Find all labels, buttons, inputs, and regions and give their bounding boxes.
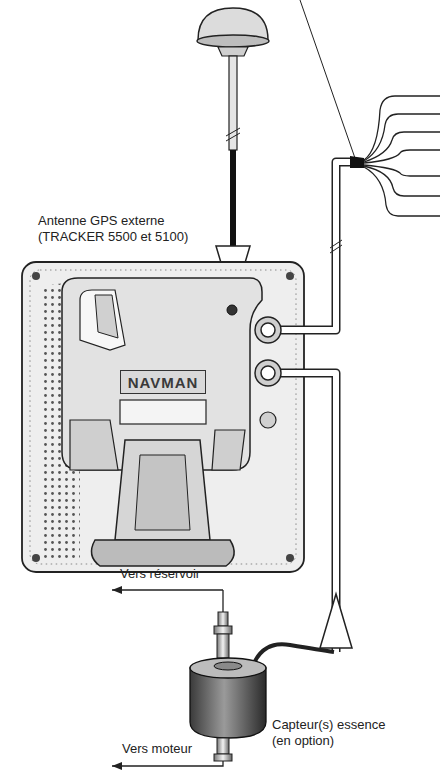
display-unit-back-part <box>227 305 237 315</box>
fuel-flow-sensor-part <box>112 762 122 770</box>
gps-antenna-part <box>226 133 240 141</box>
display-unit-back-part <box>32 272 40 280</box>
direction-label: Vers réservoir <box>120 566 260 582</box>
fuel-sensor-cable-part <box>320 594 352 648</box>
fuel-flow-sensor-part <box>112 589 223 590</box>
display-unit-back-part <box>70 420 118 470</box>
display-unit-back-part <box>95 295 118 338</box>
fuel-flow-sensor-part <box>217 634 229 658</box>
power-data-cable-part <box>364 165 440 176</box>
leader-line <box>300 0 356 161</box>
fuel-flow-sensor-part <box>214 626 232 634</box>
fuel-flow-sensor-part <box>112 586 122 594</box>
fuel-flow-sensor-part <box>214 662 242 670</box>
gps-antenna-part <box>226 128 240 136</box>
gps-antenna-part <box>218 47 248 56</box>
display-unit-back-part <box>115 440 210 540</box>
fuel-flow-sensor-part <box>214 754 232 761</box>
fuel-flow-sensor <box>112 586 266 770</box>
fuel-sensor-cable-part <box>272 373 336 652</box>
power-data-cable-part <box>364 114 440 161</box>
power-data-cable <box>272 96 440 330</box>
display-unit-back-part <box>22 262 304 572</box>
display-unit-back-part <box>212 430 245 470</box>
display-unit-back-part <box>286 272 294 280</box>
cable-gland-part <box>255 360 281 386</box>
power-data-cable-part <box>350 156 364 168</box>
power-data-cable-part <box>364 166 440 196</box>
gps-antenna-part <box>197 35 269 47</box>
power-data-cable-part <box>272 162 352 330</box>
power-data-cable-part <box>272 162 352 330</box>
fuel-flow-sensor-part <box>217 738 229 754</box>
sensor-label: Capteur(s) essence (en option) <box>272 717 396 749</box>
cable-gland-part <box>261 323 275 337</box>
power-data-cable-part <box>364 132 440 162</box>
display-unit-back-part <box>80 290 125 350</box>
cable-gland-part <box>261 366 275 380</box>
cable-gland <box>255 317 281 386</box>
display-unit-back-part <box>120 400 206 424</box>
fuel-flow-sensor-part <box>222 590 223 612</box>
display-unit-back-part <box>32 554 40 562</box>
gps-antenna <box>197 8 269 303</box>
display-unit-back <box>22 262 304 572</box>
fuel-sensor-cable <box>252 373 352 668</box>
fuel-flow-sensor-part <box>112 761 223 766</box>
display-unit-back-part <box>260 412 276 428</box>
display-unit-back-part <box>30 270 296 564</box>
power-data-cable-part <box>364 150 440 163</box>
leader-line-part <box>300 0 356 161</box>
display-unit-back-part <box>91 540 234 566</box>
fuel-sensor-cable-part <box>272 373 336 652</box>
power-data-cable-part <box>364 167 440 216</box>
cable-gland-part <box>255 317 281 343</box>
brand-text: NAVMAN <box>128 374 199 391</box>
display-unit-back-part <box>135 455 190 530</box>
power-data-cable-part <box>330 245 342 253</box>
fuel-flow-sensor-part <box>190 658 266 678</box>
brand-plate: NAVMAN <box>120 370 206 394</box>
gps-antenna-part <box>230 150 236 248</box>
antenna-label: Antenne GPS externe (TRACKER 5500 et 510… <box>38 213 190 245</box>
display-unit-back-part <box>286 554 294 562</box>
direction-label: Vers moteur <box>122 741 262 757</box>
fuel-flow-sensor-part <box>218 612 228 626</box>
